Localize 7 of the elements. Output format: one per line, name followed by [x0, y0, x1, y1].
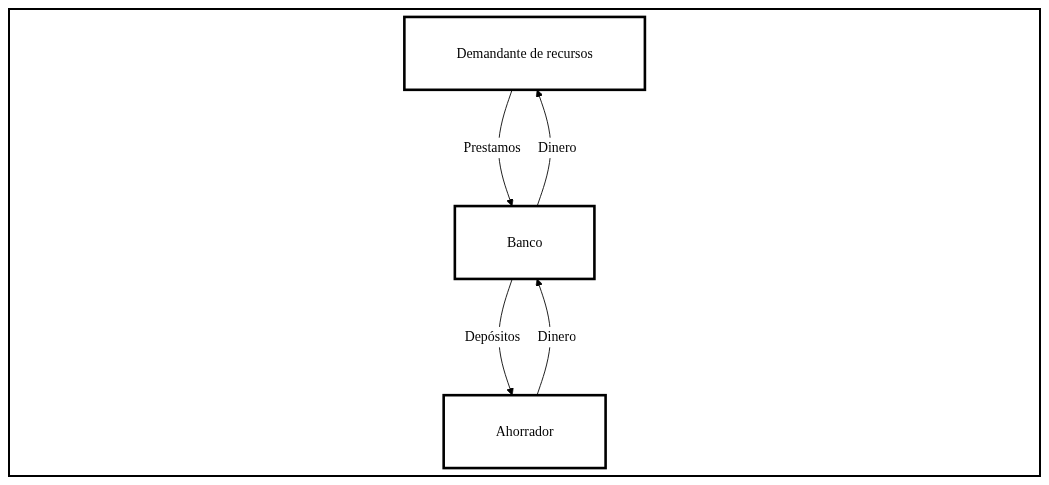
- edge-label: Dinero: [537, 329, 576, 344]
- edge-label: Depósitos: [464, 329, 521, 344]
- node-box: Ahorrador: [442, 393, 607, 470]
- node-box: Banco: [453, 204, 596, 281]
- edge-label: Dinero: [537, 140, 577, 155]
- edge-label: Prestamos: [463, 140, 521, 155]
- node-box: Demandante de recursos: [402, 15, 647, 92]
